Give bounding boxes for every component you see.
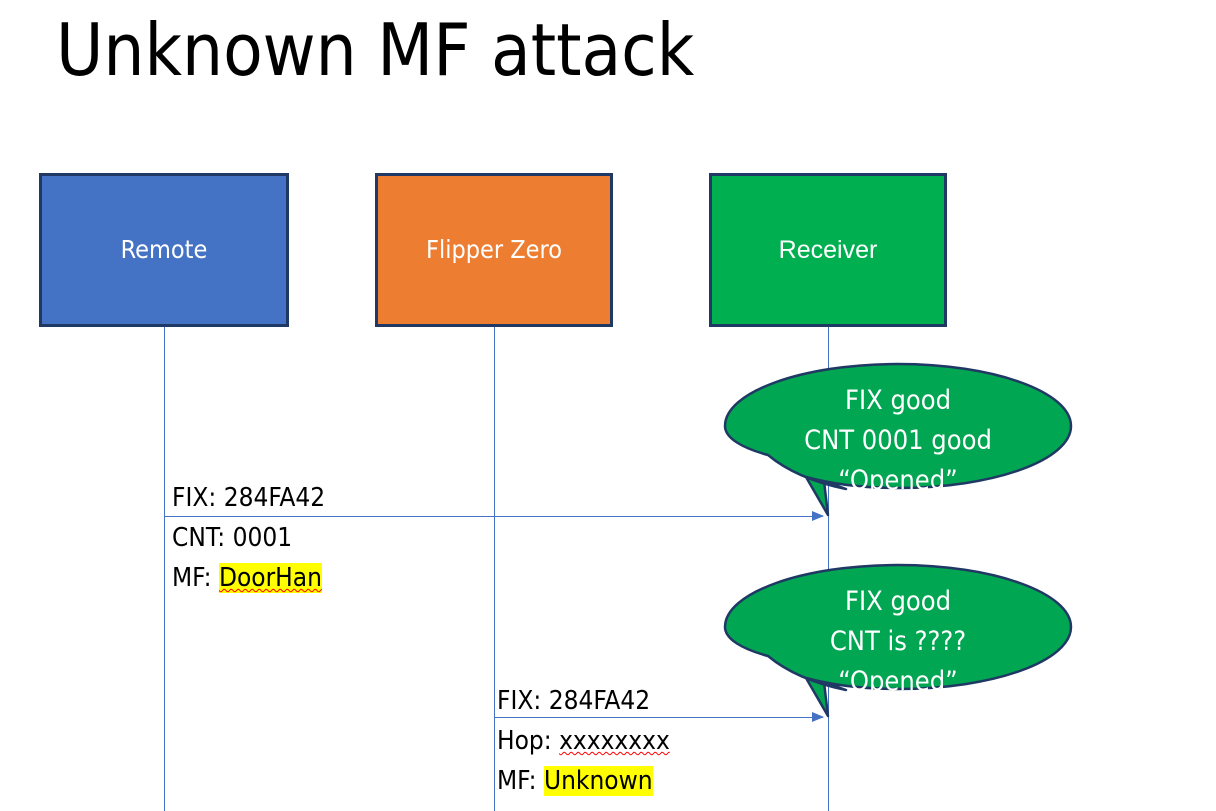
message-arrow-remote-to-receiver bbox=[164, 511, 824, 521]
page-title: Unknown MF attack bbox=[56, 8, 695, 92]
message-line: FIX: 284FA42 bbox=[497, 681, 670, 721]
actor-box-remote[interactable]: Remote bbox=[39, 173, 289, 327]
message-line-value-highlighted: Unknown bbox=[543, 766, 653, 796]
callout-receiver-second[interactable]: FIX good CNT is ???? “Opened” bbox=[723, 563, 1073, 719]
message-line-label: MF: bbox=[497, 766, 544, 796]
message-line: MF: DoorHan bbox=[172, 558, 325, 598]
message-label-remote: FIX: 284FA42 CNT: 0001 MF: DoorHan bbox=[172, 478, 325, 598]
message-arrow-flipper-to-receiver bbox=[494, 712, 824, 722]
message-line-value-highlighted: DoorHan bbox=[218, 563, 322, 593]
lifeline-flipper bbox=[494, 327, 495, 811]
message-line-label: Hop: bbox=[497, 726, 560, 756]
actor-box-flipper[interactable]: Flipper Zero bbox=[375, 173, 613, 327]
message-line-label: FIX: bbox=[172, 483, 224, 513]
message-line-value: 0001 bbox=[232, 523, 293, 553]
callout-shape bbox=[723, 362, 1073, 517]
message-line: MF: Unknown bbox=[497, 761, 670, 801]
callout-receiver-first[interactable]: FIX good CNT 0001 good “Opened” bbox=[723, 362, 1073, 518]
message-line: Hop: xxxxxxxx bbox=[497, 721, 670, 761]
message-line-label: MF: bbox=[172, 563, 219, 593]
lifeline-remote bbox=[164, 327, 165, 811]
message-line: CNT: 0001 bbox=[172, 518, 325, 558]
message-line-value: 284FA42 bbox=[548, 686, 651, 716]
message-line-label: FIX: bbox=[497, 686, 549, 716]
callout-shape bbox=[723, 563, 1073, 718]
actor-label-flipper: Flipper Zero bbox=[426, 235, 562, 264]
message-label-flipper: FIX: 284FA42 Hop: xxxxxxxx MF: Unknown bbox=[497, 681, 670, 801]
actor-label-receiver: Receiver bbox=[778, 236, 878, 264]
message-line-value-misspelled: xxxxxxxx bbox=[559, 726, 670, 756]
message-line: FIX: 284FA42 bbox=[172, 478, 325, 518]
message-line-label: CNT: bbox=[172, 523, 233, 553]
actor-label-remote: Remote bbox=[120, 235, 208, 264]
actor-box-receiver[interactable]: Receiver bbox=[709, 173, 947, 327]
message-line-value: 284FA42 bbox=[223, 483, 326, 513]
